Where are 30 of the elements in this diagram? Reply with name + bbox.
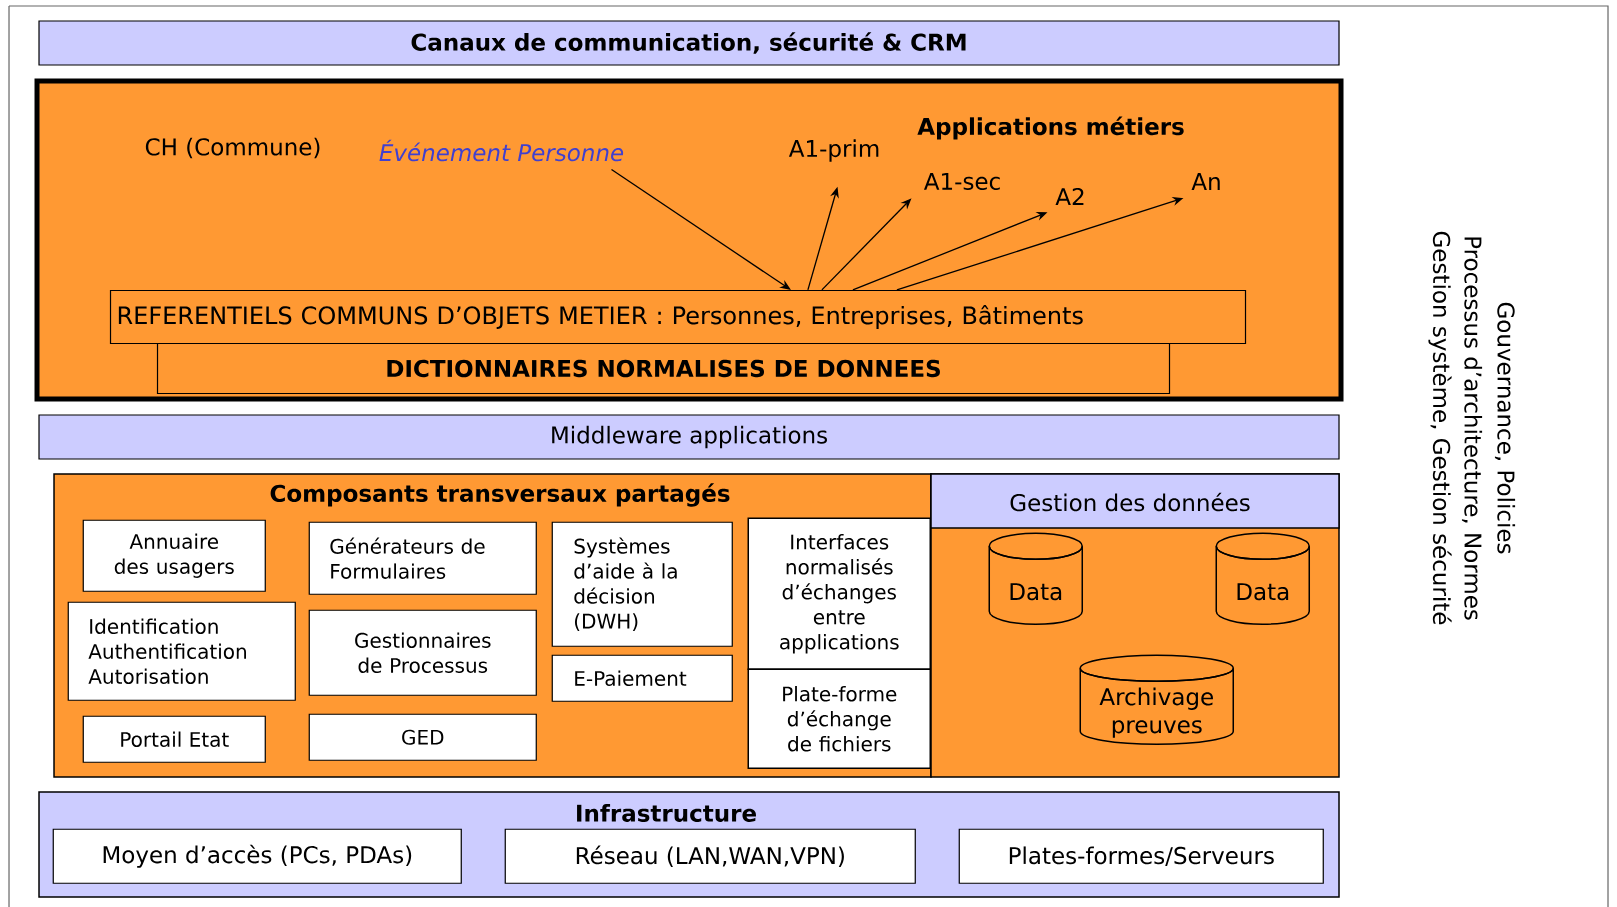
plain-text: CH (Commune): [145, 137, 320, 159]
component-box: Générateurs de Formulaires: [308, 521, 537, 595]
event-label: Événement Personne: [379, 139, 624, 162]
application-label: A1-sec: [923, 172, 1000, 191]
infrastructure-box: Réseau (LAN,WAN,VPN): [504, 828, 916, 884]
component-box: Portail Etat: [82, 715, 266, 763]
database-cylinder: Data: [988, 532, 1083, 625]
vertical-text: Gouvernance, Policies: [1494, 302, 1516, 554]
database-cylinder: Data: [1215, 532, 1310, 625]
dictionary-box: DICTIONNAIRES NORMALISES DE DONNEES: [156, 342, 1171, 395]
database-cylinder: Archivage preuves: [1079, 654, 1234, 745]
vertical-text: Gestion système, Gestion sécurité: [1428, 231, 1452, 625]
application-label: A2: [1055, 187, 1084, 206]
component-box: GED: [308, 713, 537, 761]
infrastructure-box: Moyen d’accès (PCs, PDAs): [52, 828, 462, 884]
middleware-bar: Middleware applications: [38, 414, 1340, 460]
referential-box: REFERENTIELS COMMUNS D’OBJETS METIER : Personnes, Entreprises, Bâtiments: [109, 289, 1247, 345]
application-label: An: [1191, 173, 1220, 190]
vertical-text: Processus d’architecture, Normes: [1461, 237, 1483, 620]
component-box: Annuaire des usagers: [82, 519, 266, 592]
component-box: Systèmes d’aide à la décision (DWH): [551, 521, 733, 647]
component-box: Identification Authentification Autorisation: [67, 601, 296, 701]
component-box: E-Paiement: [551, 654, 733, 702]
application-label: A1-prim: [788, 139, 879, 162]
component-box: Gestionnaires de Processus: [308, 609, 537, 696]
arrow: [610, 168, 791, 290]
component-box: Plate-forme d’échange de fichiers: [747, 668, 931, 769]
header-bar: Canaux de communication, sécurité & CRM: [38, 20, 1340, 66]
infrastructure-box: Plates-formes/Serveurs: [958, 828, 1324, 884]
component-box: Interfaces normalisés d’échanges entre applications: [747, 517, 931, 670]
